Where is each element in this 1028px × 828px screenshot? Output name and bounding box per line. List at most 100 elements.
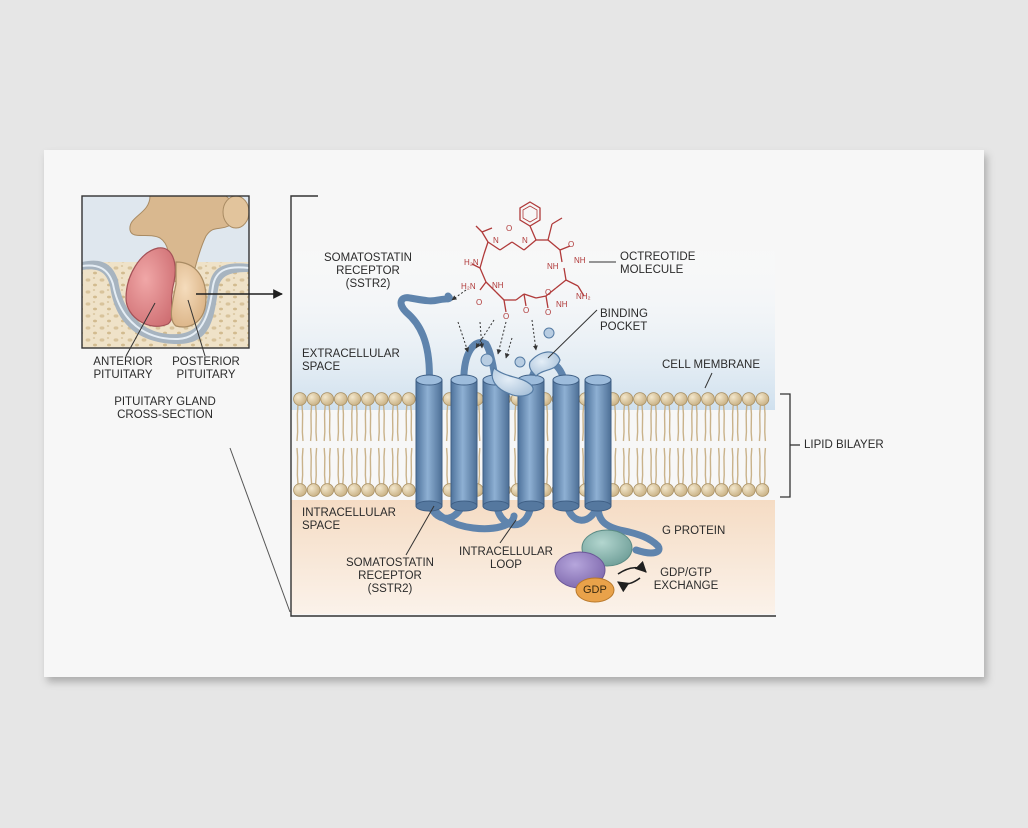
lipid-tail bbox=[445, 404, 449, 442]
lipid-head bbox=[741, 392, 756, 406]
lipid-tail bbox=[736, 447, 739, 485]
lipid-tail bbox=[513, 404, 517, 442]
pituitary-inset bbox=[81, 195, 291, 613]
lipid-head bbox=[714, 392, 729, 406]
lipid-tail bbox=[763, 447, 767, 485]
lipid-head bbox=[660, 392, 674, 406]
lipid-tail bbox=[695, 447, 699, 485]
lipid-tail bbox=[377, 447, 381, 485]
lipid-tail bbox=[690, 404, 694, 442]
lipid-tail bbox=[682, 447, 685, 485]
lipid-head bbox=[374, 392, 389, 406]
lipid-tail bbox=[717, 404, 721, 442]
lipid-tail bbox=[745, 447, 748, 485]
label-intracellular-space: INTRACELLULAR SPACE bbox=[302, 507, 396, 532]
label-g-protein: G PROTEIN bbox=[662, 525, 726, 537]
lipid-tail bbox=[736, 404, 739, 442]
lipid-tail bbox=[622, 447, 626, 485]
lipid-head bbox=[687, 483, 702, 497]
lipid-head bbox=[361, 483, 375, 497]
lipid-tail bbox=[668, 447, 671, 485]
lipid-tail bbox=[731, 447, 734, 485]
binding-pocket bbox=[480, 309, 598, 397]
receptor-helix bbox=[415, 374, 443, 512]
hydrogen-bonds bbox=[451, 289, 538, 359]
lipid-head bbox=[374, 483, 389, 497]
lipid-tail bbox=[513, 447, 517, 485]
lipid-head bbox=[401, 483, 416, 497]
lipid-tail bbox=[342, 447, 345, 485]
lipid-tail bbox=[546, 404, 549, 442]
lipid-tail bbox=[627, 404, 631, 442]
lipid-head bbox=[293, 392, 307, 406]
octreotide-structure bbox=[471, 201, 585, 313]
g-protein-complex bbox=[554, 529, 647, 603]
label-binding-pocket: BINDING POCKET bbox=[600, 308, 648, 333]
lipid-head bbox=[320, 483, 335, 497]
lipid-tail bbox=[405, 404, 408, 442]
lipid-tail bbox=[622, 404, 626, 442]
lipid-head bbox=[633, 483, 647, 497]
lipid-head bbox=[660, 483, 674, 497]
lipid-tail bbox=[396, 447, 399, 485]
lipid-tail bbox=[445, 447, 449, 485]
lipid-tail bbox=[296, 447, 299, 485]
lipid-head bbox=[333, 483, 348, 497]
lipid-tail bbox=[309, 447, 313, 485]
lipid-tail bbox=[704, 447, 707, 485]
lipid-head bbox=[388, 392, 403, 406]
lipid-head bbox=[401, 392, 416, 406]
lipid-head bbox=[333, 392, 348, 406]
label-octreotide-molecule: OCTREOTIDE MOLECULE bbox=[620, 251, 696, 276]
lipid-head bbox=[755, 392, 770, 406]
lipid-tail bbox=[328, 404, 331, 442]
lipid-tail bbox=[546, 447, 549, 485]
lipid-head bbox=[701, 392, 715, 406]
lipid-tail bbox=[704, 404, 707, 442]
lipid-tail bbox=[682, 404, 685, 442]
receptor-panel bbox=[290, 195, 776, 617]
lipid-tail bbox=[369, 447, 372, 485]
label-gdp-gtp-exchange: GDP/GTP EXCHANGE bbox=[653, 567, 719, 592]
lipid-tail bbox=[301, 447, 304, 485]
lipid-tail bbox=[391, 404, 394, 442]
lipid-tail bbox=[690, 447, 694, 485]
lipid-head bbox=[306, 392, 321, 406]
lipid-head bbox=[388, 483, 403, 497]
lipid-head bbox=[673, 483, 688, 497]
lipid-head bbox=[741, 483, 756, 497]
lipid-tail bbox=[581, 447, 585, 485]
label-sstr2-bottom: SOMATOSTATIN RECEPTOR (SSTR2) bbox=[346, 557, 434, 595]
lipid-tail bbox=[355, 404, 359, 442]
lipid-head bbox=[633, 392, 647, 406]
lipid-tail bbox=[758, 447, 762, 485]
receptor-helix bbox=[517, 374, 545, 512]
lipid-tail bbox=[309, 404, 313, 442]
label-cell-membrane: CELL MEMBRANE bbox=[662, 359, 760, 371]
lipid-tail bbox=[663, 404, 666, 442]
label-extracellular-space: EXTRACELLULAR SPACE bbox=[302, 348, 400, 373]
lipid-tail bbox=[478, 447, 481, 485]
label-lipid-bilayer: LIPID BILAYER bbox=[804, 439, 884, 451]
lipid-tail bbox=[636, 447, 639, 485]
lipid-tail bbox=[717, 447, 721, 485]
lipid-tail bbox=[663, 447, 666, 485]
lipid-tail bbox=[328, 447, 331, 485]
lipid-head bbox=[619, 392, 634, 406]
lipid-tail bbox=[296, 404, 299, 442]
lipid-tail bbox=[614, 404, 617, 442]
lipid-tail bbox=[314, 404, 318, 442]
lipid-tail bbox=[382, 404, 386, 442]
lipid-head bbox=[646, 392, 661, 406]
lipid-tail bbox=[369, 404, 372, 442]
lipid-tail bbox=[763, 404, 767, 442]
lipid-head bbox=[320, 392, 335, 406]
lipid-tail bbox=[478, 404, 481, 442]
lipid-tail bbox=[364, 447, 367, 485]
lipid-tail bbox=[641, 447, 644, 485]
lipid-tail bbox=[342, 404, 345, 442]
receptor-helix bbox=[482, 374, 510, 512]
lipid-tail bbox=[377, 404, 381, 442]
lipid-tail bbox=[627, 447, 631, 485]
